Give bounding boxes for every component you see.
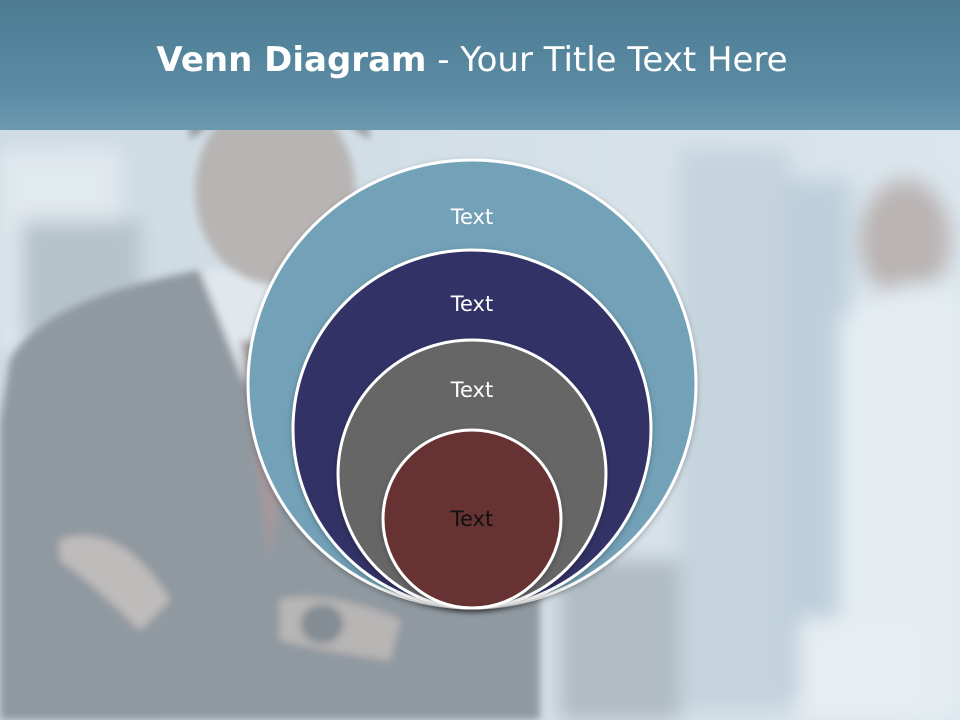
title-bold-part: Venn Diagram [156, 40, 427, 80]
slide-title[interactable]: Venn Diagram - Your Title Text Here [0, 40, 944, 80]
circle-second-label: Text [450, 292, 493, 316]
circle-inner-label: Text [450, 507, 493, 531]
circle-inner[interactable]: Text [381, 428, 563, 610]
circle-third-label: Text [450, 378, 493, 402]
title-rest-part: - Your Title Text Here [426, 40, 788, 80]
circle-outer-label: Text [450, 205, 493, 229]
circle-inner-shape [381, 428, 563, 610]
title-bar: Venn Diagram - Your Title Text Here [0, 0, 960, 130]
